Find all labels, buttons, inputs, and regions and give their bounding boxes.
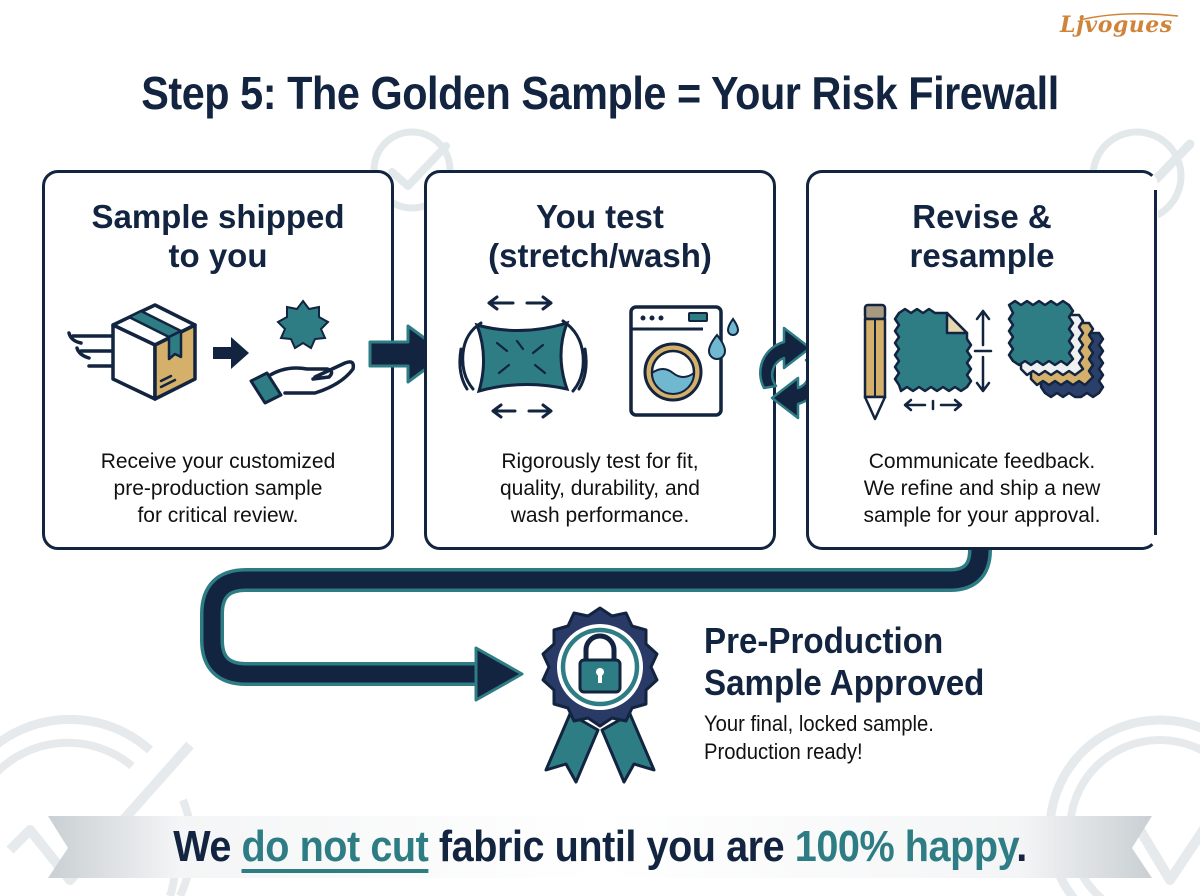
- approved-title: Pre-Production Sample Approved: [704, 620, 985, 703]
- bottom-banner-ribbon: [48, 816, 1152, 878]
- approved-description: Your final, locked sample. Production re…: [704, 711, 934, 764]
- locked-award-badge-icon: [541, 606, 659, 784]
- step-title: Sample shipped to you: [91, 198, 345, 274]
- pencil-and-fabric-swatches-icon: [863, 299, 1105, 421]
- card-3-right-border: [1154, 190, 1157, 535]
- banner-highlight-happy: 100% happy: [794, 822, 1017, 871]
- banner-message: We do not cut fabric until you are 100% …: [173, 822, 1027, 871]
- step-card-you-test: You test (stretch/wash) Rigorously test …: [424, 170, 776, 550]
- step-description: Receive your customized pre-production s…: [100, 450, 336, 527]
- step-card-sample-shipped: Sample shipped to you Receive your custo…: [42, 170, 394, 550]
- shipping-box-to-hand-icon: [67, 299, 356, 405]
- step-card-revise-resample: Revise & resample Communicate feedback. …: [806, 170, 1158, 550]
- step-description: Communicate feedback. We refine and ship…: [863, 450, 1101, 527]
- stretch-fabric-and-washing-machine-icon: [458, 295, 740, 419]
- banner-highlight-do-not-cut: do not cut: [241, 822, 429, 871]
- brand-logo: Ljvogues: [1060, 12, 1173, 38]
- page-title: Step 5: The Golden Sample = Your Risk Fi…: [141, 67, 1059, 119]
- step-description: Rigorously test for fit, quality, durabi…: [499, 450, 700, 527]
- return-path-arrow: [200, 549, 992, 702]
- step-title: You test (stretch/wash): [488, 198, 712, 274]
- logo-swoosh-icon: [1079, 12, 1179, 21]
- step-title: Revise & resample: [909, 198, 1055, 274]
